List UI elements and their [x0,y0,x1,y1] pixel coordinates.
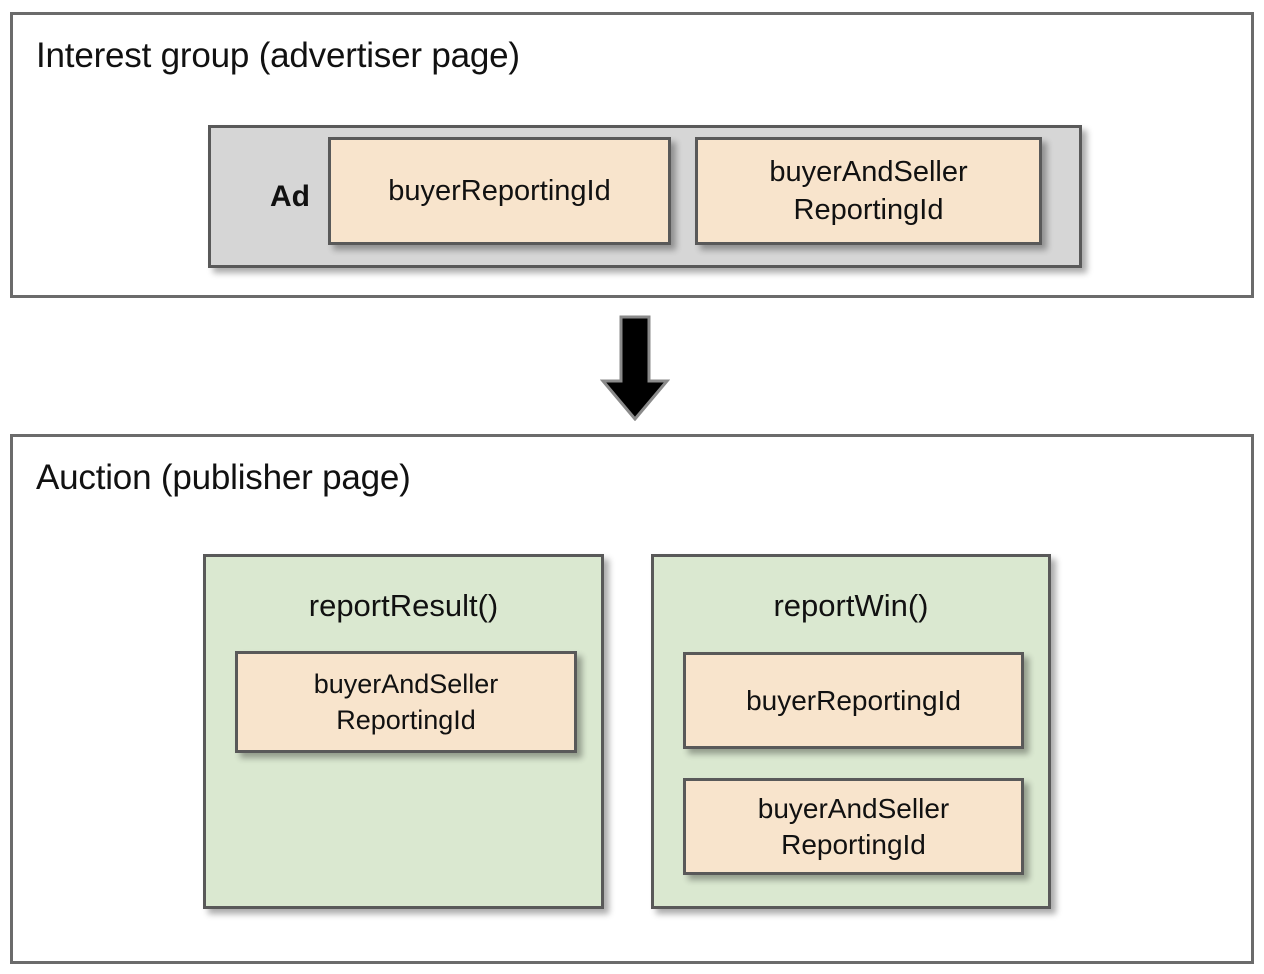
function-block-report-win: reportWin() buyerReportingId buyerAndSel… [651,554,1051,909]
chip-label: buyerAndSeller ReportingId [313,669,499,735]
auction-section: Auction (publisher page) [10,434,1254,964]
ad-chip-buyer-and-seller-reporting-id: buyerAndSeller ReportingId [695,137,1042,245]
report-win-chip-buyer-and-seller-reporting-id: buyerAndSeller ReportingId [683,778,1024,875]
function-name-report-win: reportWin() [773,588,929,623]
chip-label: buyerReportingId [746,684,961,716]
interest-group-title: Interest group (advertiser page) [36,36,520,75]
ad-label: Ad [270,179,310,213]
report-result-chip-buyer-and-seller-reporting-id: buyerAndSeller ReportingId [235,651,577,753]
interest-group-section: Interest group (advertiser page) Ad buye… [10,12,1254,298]
ad-chip-buyer-reporting-id: buyerReportingId [328,137,671,245]
auction-title: Auction (publisher page) [36,458,411,497]
arrow-down-icon [600,315,670,421]
chip-label: buyerReportingId [388,175,611,207]
function-name-report-result: reportResult() [308,588,499,623]
report-win-chip-buyer-reporting-id: buyerReportingId [683,652,1024,749]
chip-label: buyerAndSeller ReportingId [757,792,950,860]
chip-label: buyerAndSeller ReportingId [769,156,968,226]
function-block-report-result: reportResult() buyerAndSeller ReportingI… [203,554,604,909]
